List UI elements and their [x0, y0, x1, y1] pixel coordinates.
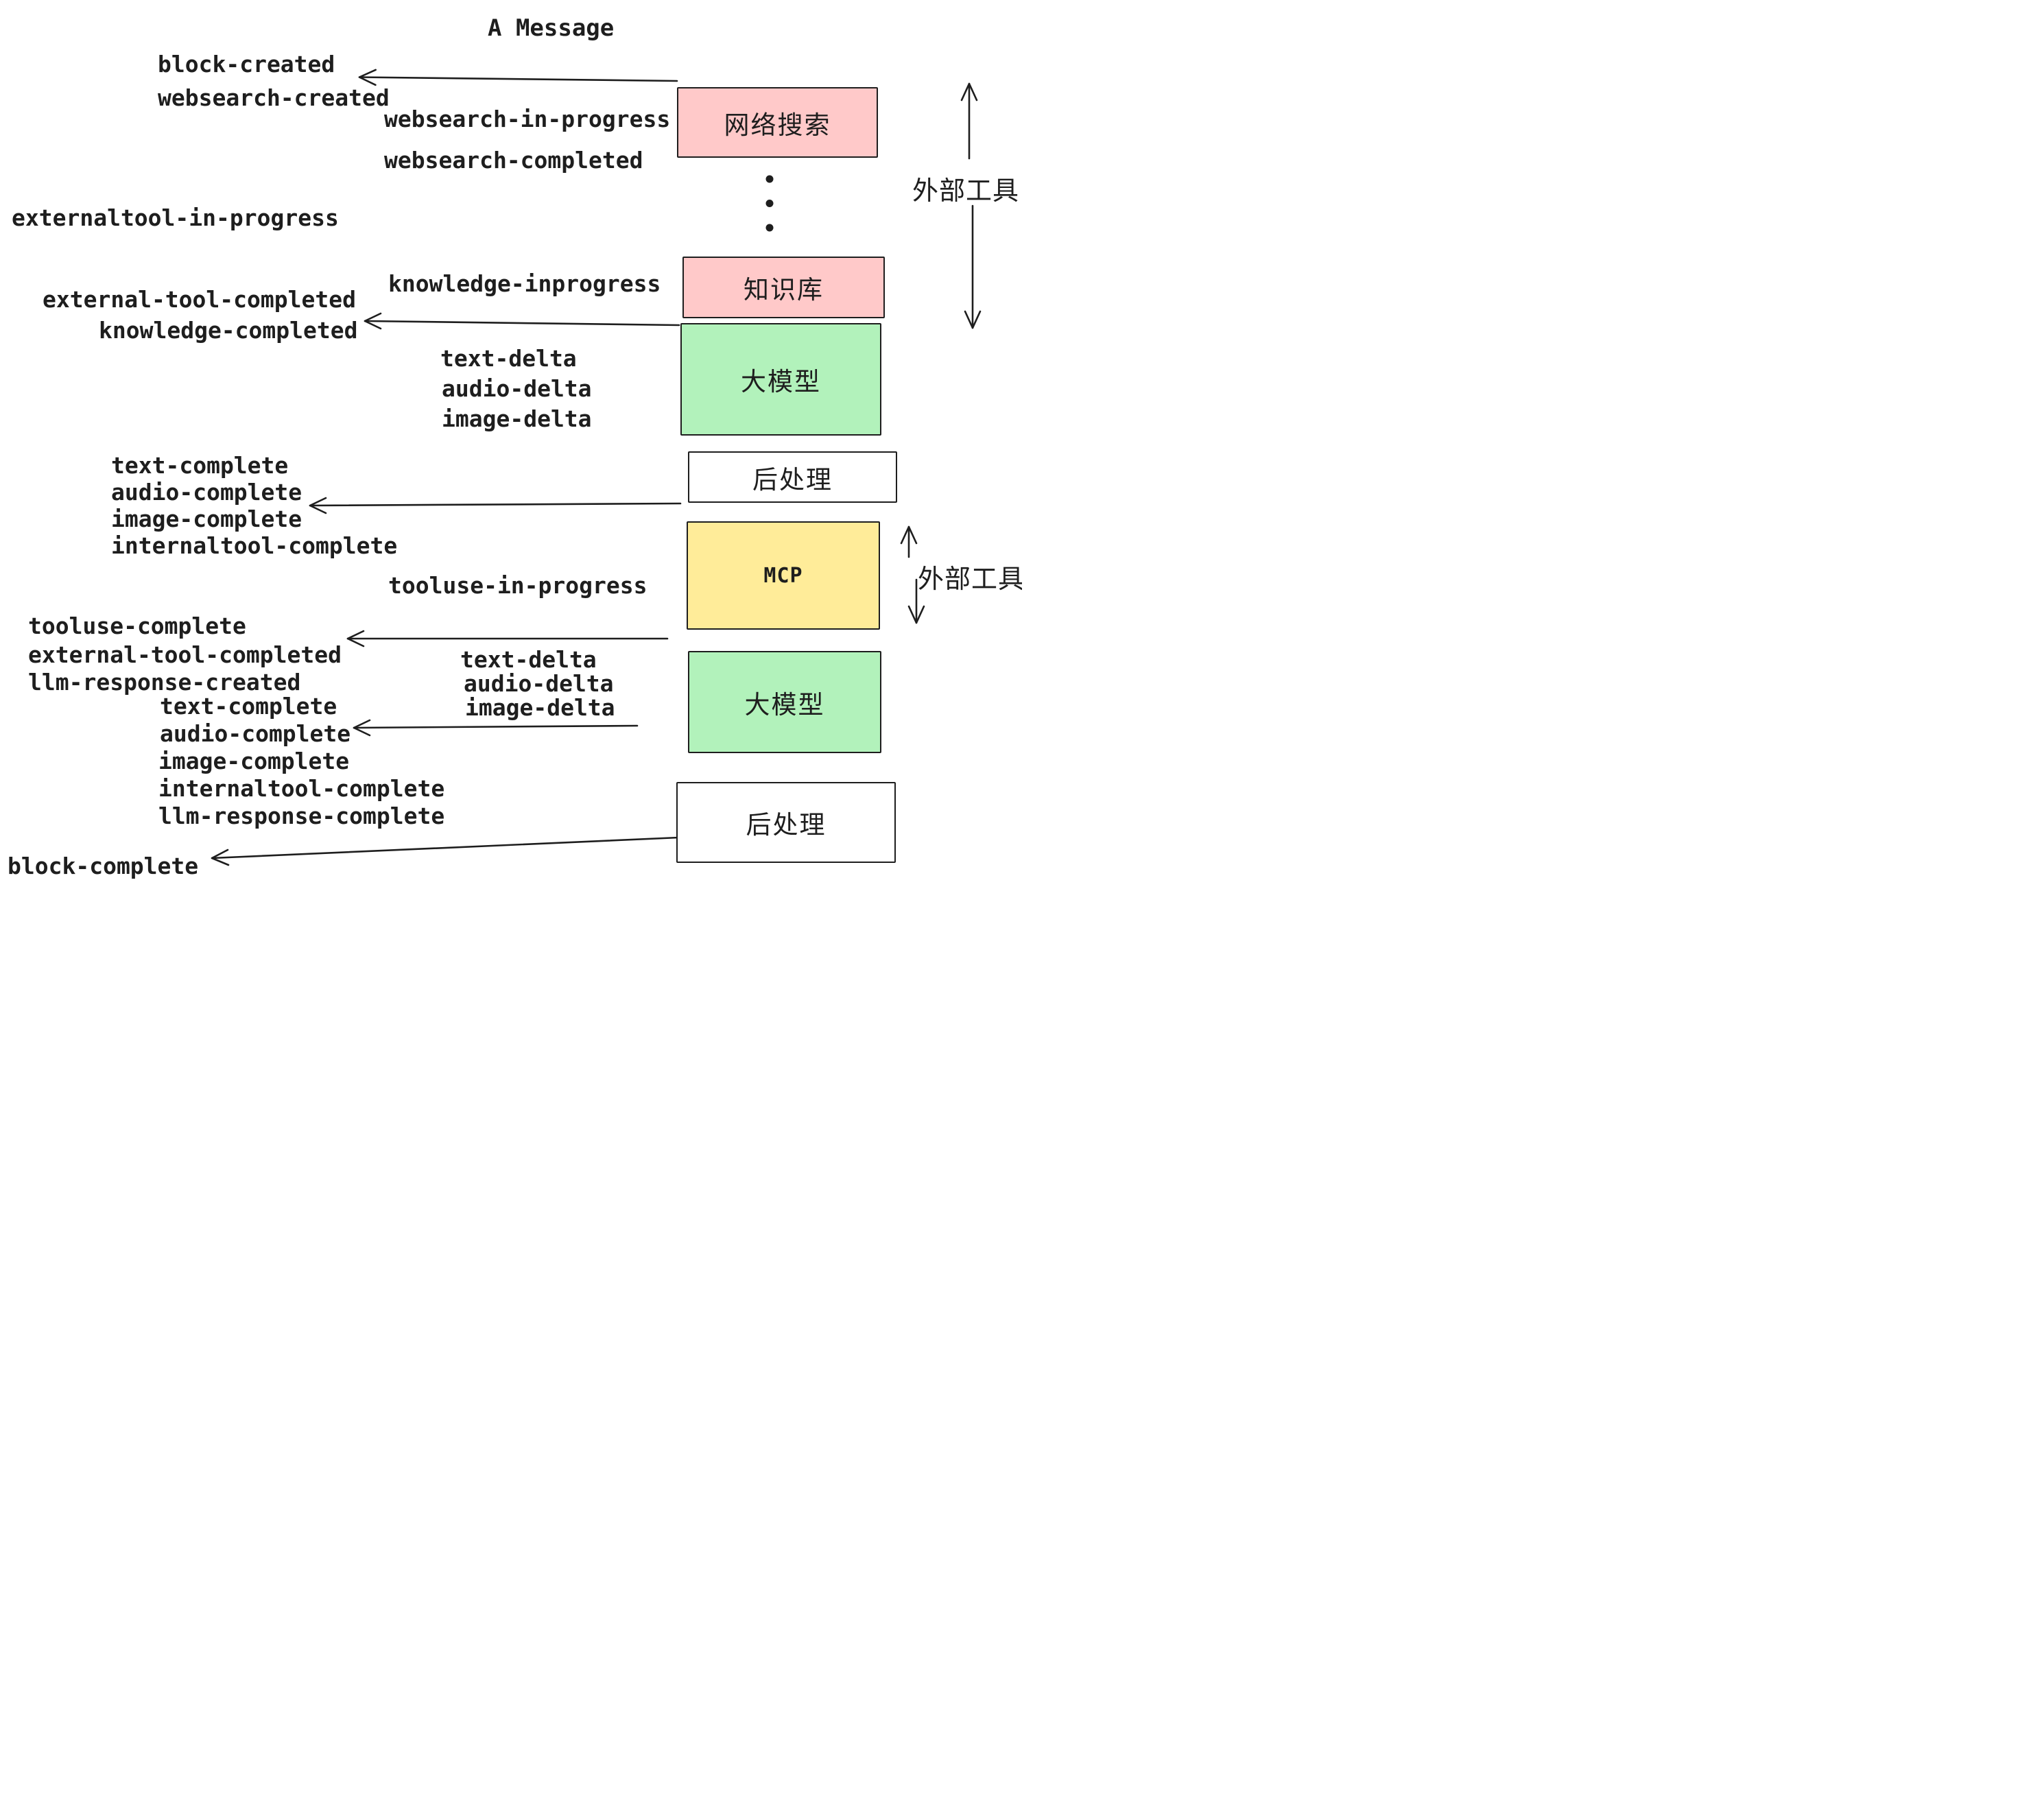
event-label-image-complete-1: image-complete — [111, 506, 302, 532]
flow-arrow-llm-complete — [353, 719, 639, 737]
event-label-image-delta-2: image-delta — [465, 694, 615, 721]
event-label-text-complete-2: text-complete — [160, 693, 337, 720]
vertical-ellipsis-icon — [765, 175, 774, 232]
box-llm-2-label: 大模型 — [744, 689, 825, 720]
box-llm-2: 大模型 — [688, 651, 881, 753]
diagram-title: A Message — [488, 14, 615, 42]
event-label-image-delta-1: image-delta — [442, 405, 592, 432]
box-postprocess-1: 后处理 — [688, 451, 897, 503]
box-mcp-label: MCP — [763, 563, 803, 588]
flow-arrow-internal-complete — [309, 497, 682, 514]
event-label-internaltool-complete-1: internaltool-complete — [111, 532, 398, 559]
event-label-audio-delta-1: audio-delta — [442, 375, 592, 402]
annotation-external-tools-mcp: 外部工具 — [918, 564, 1022, 594]
external-tools-span-arrow-mcp — [900, 525, 925, 624]
event-label-internaltool-complete-2: internaltool-complete — [158, 775, 445, 802]
external-tools-span-arrow-top — [960, 82, 982, 329]
event-label-knowledge-inprogress: knowledge-inprogress — [388, 270, 661, 297]
event-label-block-created: block-created — [158, 51, 335, 78]
box-websearch-label: 网络搜索 — [724, 110, 831, 140]
box-postprocess-2: 后处理 — [676, 782, 896, 863]
annotation-external-tools-top: 外部工具 — [912, 176, 1020, 206]
flow-arrow-knowledge-completed — [364, 312, 680, 330]
diagram-arrows-layer — [211, 69, 982, 866]
event-label-websearch-created: websearch-created — [158, 84, 390, 111]
event-label-audio-complete-1: audio-complete — [111, 479, 302, 506]
event-label-text-complete-1: text-complete — [111, 452, 289, 479]
box-mcp: MCP — [687, 521, 880, 630]
event-label-external-tool-completed-2: external-tool-completed — [28, 641, 342, 668]
event-label-external-tool-completed-1: external-tool-completed — [43, 286, 356, 313]
box-postprocess-1-label: 后处理 — [752, 464, 833, 495]
box-llm-1-label: 大模型 — [741, 367, 821, 396]
event-label-llm-response-created: llm-response-created — [28, 669, 301, 696]
event-label-image-complete-2: image-complete — [158, 748, 350, 774]
event-label-llm-response-complete: llm-response-complete — [158, 803, 445, 829]
event-label-block-complete: block-complete — [8, 853, 199, 879]
event-label-audio-complete-2: audio-complete — [160, 720, 351, 747]
sequence-diagram: A Message block-created websearch-create… — [0, 0, 1022, 902]
event-label-websearch-in-progress: websearch-in-progress — [384, 106, 671, 132]
flow-arrow-block-created — [358, 69, 678, 86]
event-label-text-delta-2: text-delta — [460, 646, 597, 673]
flow-arrow-tooluse-complete — [346, 630, 669, 648]
box-knowledge: 知识库 — [682, 257, 885, 318]
event-label-externaltool-in-progress: externaltool-in-progress — [12, 204, 339, 231]
box-websearch: 网络搜索 — [677, 87, 878, 158]
box-postprocess-2-label: 后处理 — [746, 810, 827, 840]
flow-arrow-block-complete — [211, 836, 680, 866]
box-knowledge-label: 知识库 — [744, 275, 824, 305]
event-label-knowledge-completed: knowledge-completed — [99, 317, 358, 344]
event-label-tooluse-in-progress: tooluse-in-progress — [388, 572, 647, 599]
box-llm-1: 大模型 — [680, 323, 881, 436]
event-label-text-delta-1: text-delta — [440, 345, 577, 372]
event-label-audio-delta-2: audio-delta — [464, 670, 614, 697]
event-label-websearch-completed: websearch-completed — [384, 147, 643, 174]
event-label-tooluse-complete: tooluse-complete — [28, 613, 246, 639]
